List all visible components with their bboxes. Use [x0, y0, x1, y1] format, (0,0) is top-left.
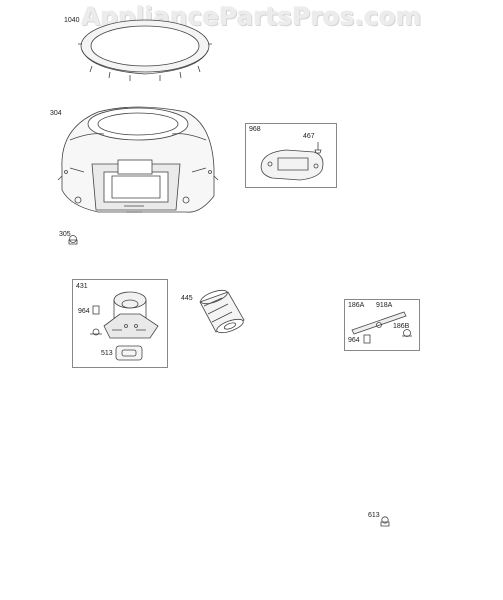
part-467-screw [314, 142, 322, 154]
label-445: 445 [181, 295, 193, 302]
part-964-spacer-a [92, 305, 100, 315]
part-513-gasket [115, 345, 143, 361]
label-431: 431 [76, 283, 88, 290]
part-186b-fitting [402, 329, 412, 337]
part-613-bolt [380, 516, 390, 527]
part-918a-tube [351, 311, 407, 335]
label-467: 467 [303, 133, 315, 140]
label-968: 968 [249, 126, 261, 133]
kit-box-431 [72, 279, 168, 368]
part-964-nut-a [90, 328, 102, 336]
label-964-b: 964 [348, 337, 360, 344]
label-513: 513 [101, 350, 113, 357]
label-304: 304 [50, 110, 62, 117]
label-1040: 1040 [64, 17, 80, 24]
part-1040-shroud-ring [78, 19, 212, 81]
kit-box-186a [344, 299, 420, 351]
label-305: 305 [59, 231, 71, 238]
part-445-filter [199, 289, 245, 334]
label-186a: 186A [348, 302, 365, 309]
part-431-air-cleaner [103, 291, 159, 339]
label-918a: 918A [376, 302, 393, 309]
part-964-spacer-b [363, 334, 371, 344]
label-186b: 186B [393, 323, 410, 330]
part-304-blower-housing [57, 106, 219, 213]
label-964-a: 964 [78, 308, 90, 315]
kit-box-968 [245, 123, 337, 188]
part-305-bolt [68, 235, 78, 245]
part-968-plate [260, 149, 324, 181]
label-613: 613 [368, 512, 380, 519]
